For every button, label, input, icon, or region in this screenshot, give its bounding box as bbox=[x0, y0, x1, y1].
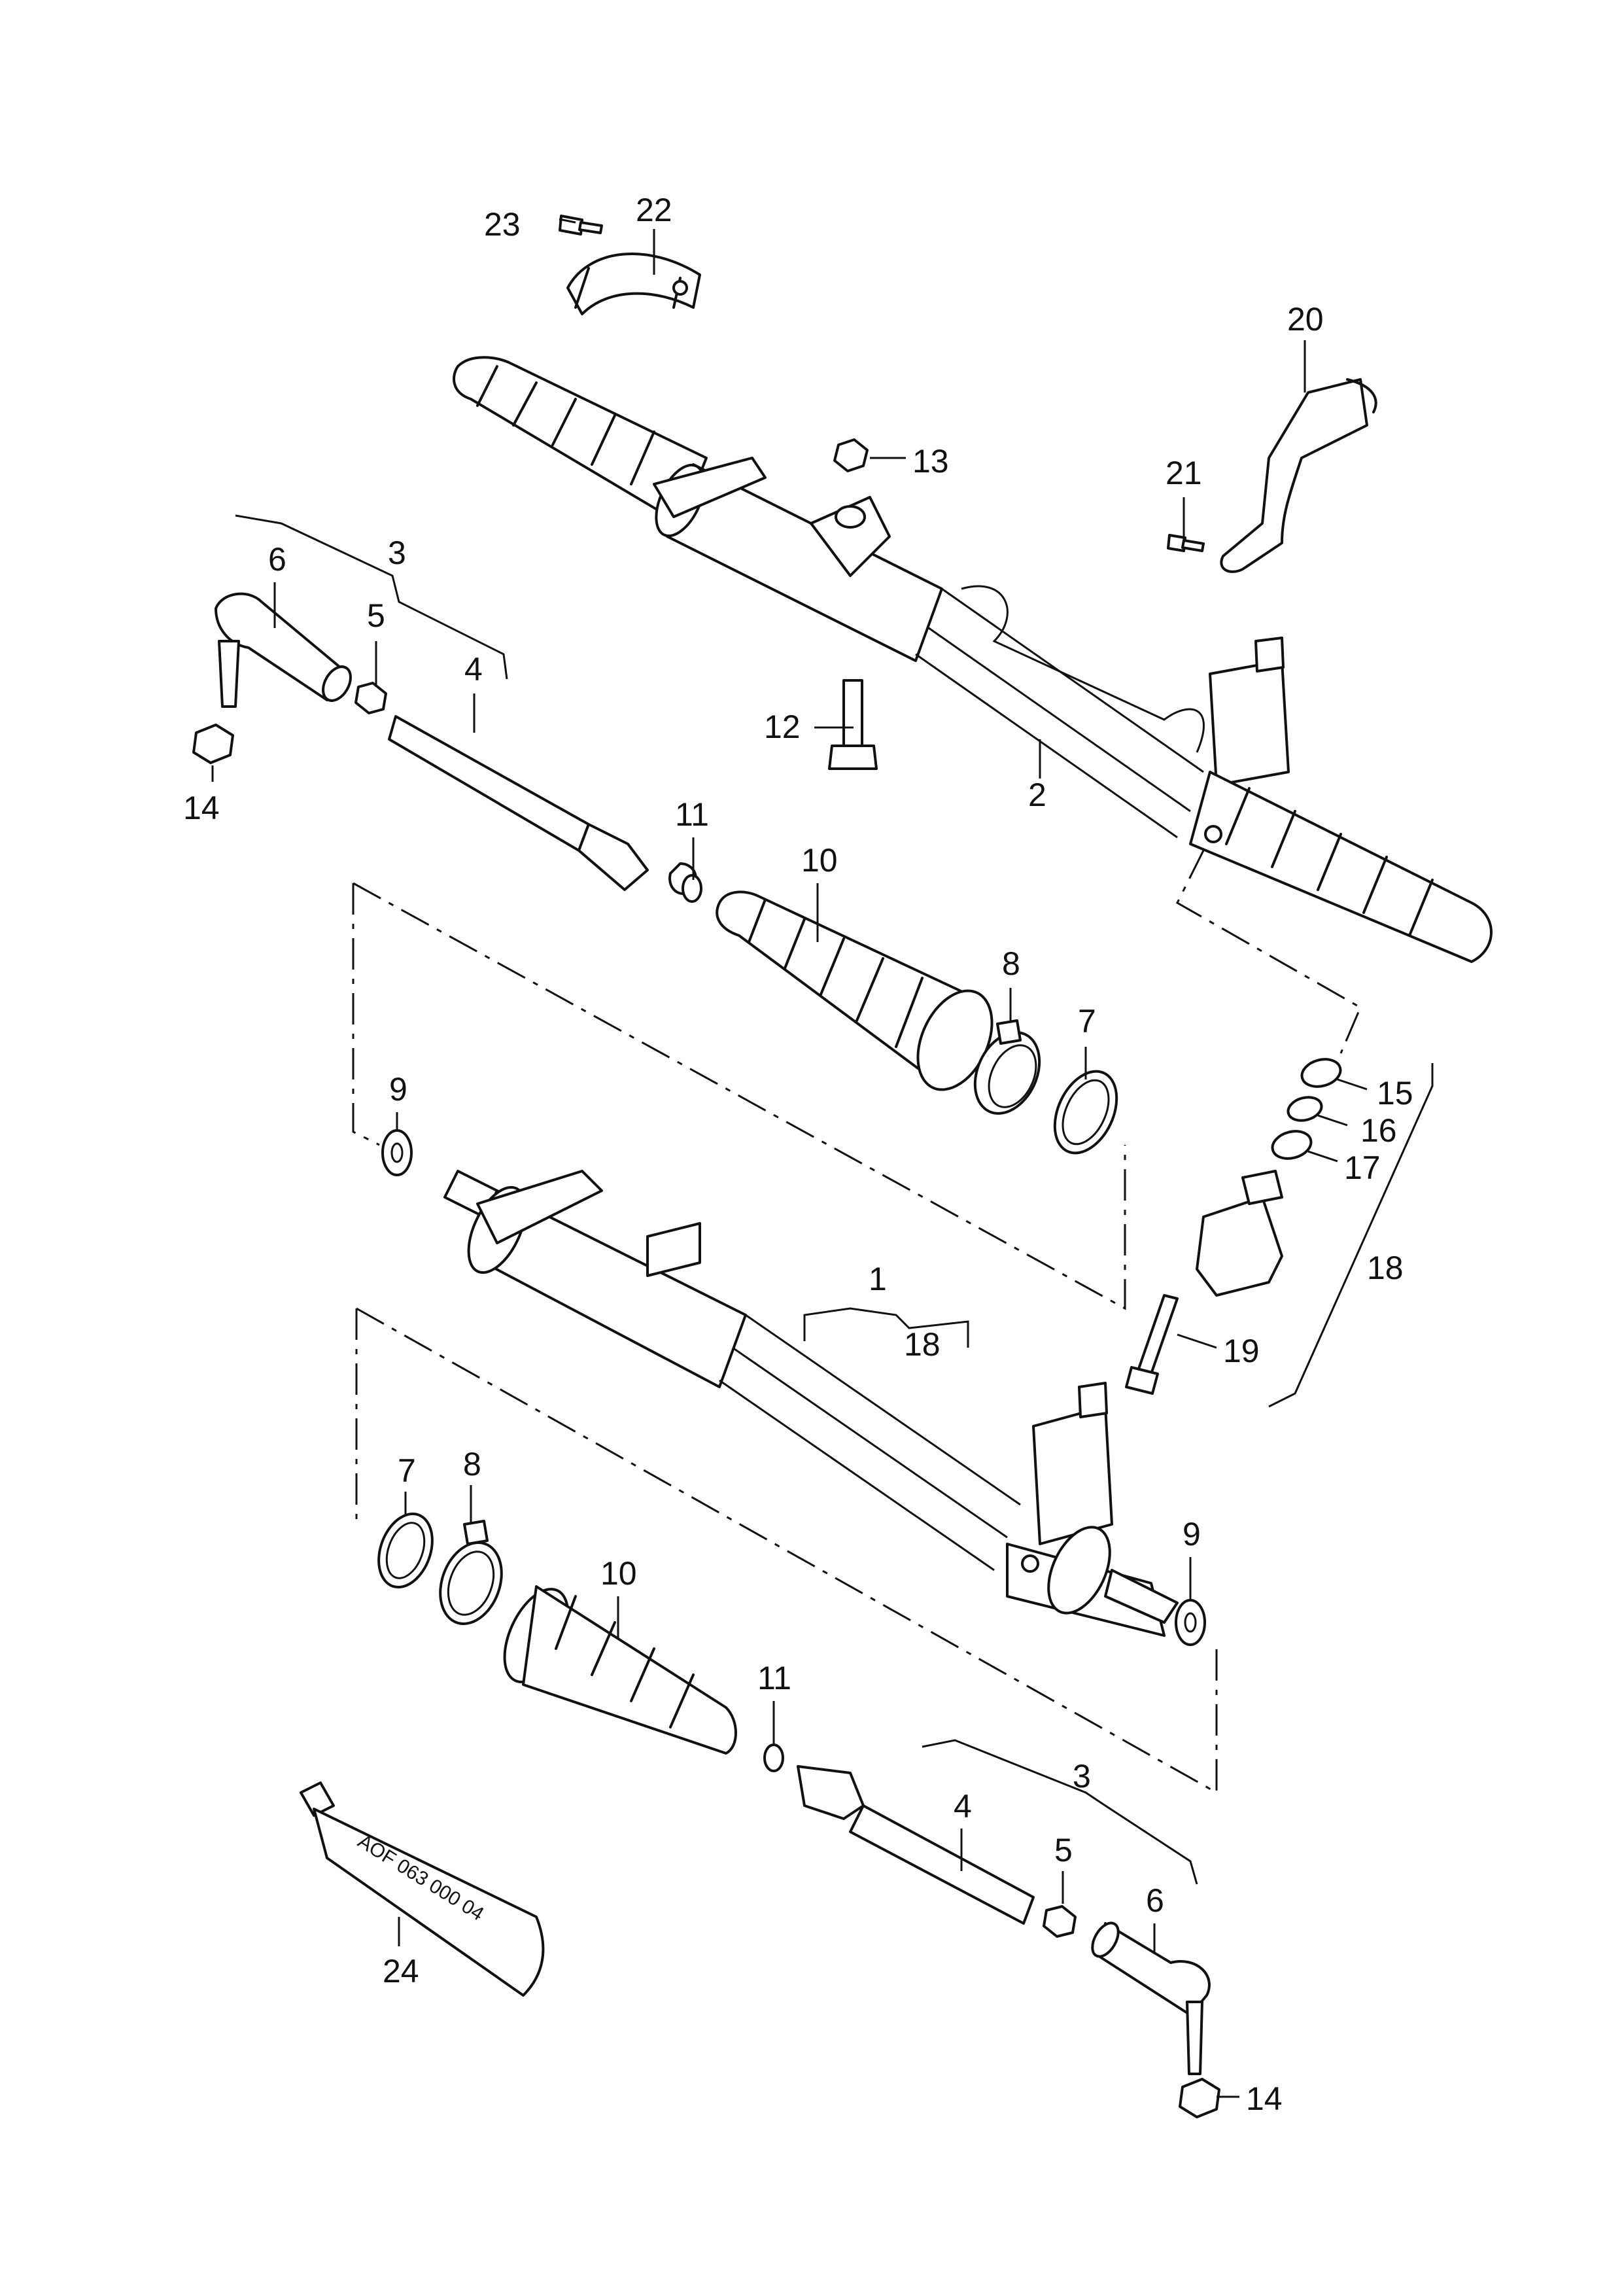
part-17-ring bbox=[1271, 1130, 1313, 1160]
bracket-1-18 bbox=[803, 1307, 969, 1348]
part-11-clamp-lower bbox=[763, 1743, 784, 1772]
part-24-grease-tube: AOF 063 000 04 bbox=[300, 1781, 545, 1997]
leader-lines bbox=[211, 218, 1368, 2098]
label-5-upper: 5 bbox=[367, 597, 385, 634]
label-8-upper: 8 bbox=[1002, 945, 1020, 982]
label-23: 23 bbox=[484, 206, 521, 243]
label-3-upper: 3 bbox=[388, 534, 406, 571]
part-9-washer-lower bbox=[1175, 1599, 1206, 1646]
part-10-boot-lower bbox=[503, 1585, 737, 1755]
label-16: 16 bbox=[1360, 1112, 1397, 1149]
part-4-tie-rod-upper bbox=[388, 715, 697, 895]
label-9-upper: 9 bbox=[389, 1071, 407, 1108]
label-6-lower: 6 bbox=[1146, 1882, 1164, 1919]
label-18-bracket: 18 bbox=[904, 1326, 941, 1363]
label-4-upper: 4 bbox=[464, 651, 483, 688]
part-labels: 23 22 20 13 21 3 6 5 4 12 2 14 11 10 8 7… bbox=[183, 192, 1413, 2117]
label-10-upper: 10 bbox=[801, 842, 838, 879]
label-18-side: 18 bbox=[1367, 1250, 1404, 1286]
part-8-clamp-upper bbox=[973, 1019, 1041, 1115]
bracket-3-upper bbox=[235, 514, 508, 680]
part-15-ring bbox=[1300, 1058, 1342, 1088]
part-22-clamp bbox=[566, 252, 701, 315]
label-8-lower: 8 bbox=[463, 1446, 481, 1482]
label-19: 19 bbox=[1223, 1333, 1260, 1369]
part-13-nut bbox=[833, 438, 869, 472]
label-1: 1 bbox=[869, 1261, 887, 1297]
part-6-tie-rod-end-lower bbox=[1091, 1921, 1211, 2075]
label-15: 15 bbox=[1377, 1075, 1413, 1112]
label-17: 17 bbox=[1344, 1149, 1381, 1186]
label-14-lower: 14 bbox=[1246, 2080, 1283, 2117]
label-3-lower: 3 bbox=[1073, 1758, 1091, 1795]
part-7-ring-upper bbox=[1053, 1070, 1118, 1155]
label-12: 12 bbox=[764, 709, 801, 745]
label-21: 21 bbox=[1166, 455, 1202, 491]
part-23-bolt bbox=[559, 215, 603, 236]
label-2: 2 bbox=[1028, 777, 1046, 813]
part-20-pipe bbox=[1220, 378, 1377, 573]
label-7-lower: 7 bbox=[398, 1452, 416, 1489]
bracket-18-side bbox=[1268, 1063, 1434, 1408]
part-14-nut-lower bbox=[1179, 2078, 1220, 2118]
label-5-lower: 5 bbox=[1054, 1832, 1073, 1868]
label-7-upper: 7 bbox=[1078, 1003, 1096, 1040]
part-10-boot-upper bbox=[716, 890, 993, 1091]
part-9-washer-upper bbox=[381, 1129, 413, 1176]
label-6-upper: 6 bbox=[268, 541, 286, 578]
label-10-lower: 10 bbox=[600, 1555, 637, 1592]
label-20: 20 bbox=[1287, 301, 1324, 338]
part-1-steering-rack-lower bbox=[443, 1170, 1179, 1637]
bracket-3-lower bbox=[922, 1739, 1198, 1885]
assembly-line-lower bbox=[355, 1307, 1218, 1795]
part-8-clamp-lower bbox=[439, 1520, 503, 1625]
part-14-nut-upper bbox=[192, 724, 234, 764]
label-4-lower: 4 bbox=[954, 1788, 972, 1825]
label-22: 22 bbox=[636, 192, 672, 228]
part-18-valve bbox=[1196, 1170, 1283, 1297]
part-16-ring bbox=[1287, 1096, 1323, 1122]
part-11-clamp-upper bbox=[682, 874, 702, 903]
part-5-nut-upper bbox=[354, 682, 387, 714]
part-4-tie-rod-lower bbox=[797, 1765, 1035, 1925]
label-13: 13 bbox=[912, 443, 949, 480]
label-11-lower: 11 bbox=[757, 1660, 791, 1696]
part-2-steering-rack-assembly bbox=[453, 356, 1493, 963]
part-5-nut-lower bbox=[1043, 1905, 1077, 1938]
part-21-bolt bbox=[1167, 534, 1205, 552]
label-9-lower: 9 bbox=[1183, 1516, 1201, 1552]
label-14-upper: 14 bbox=[183, 790, 220, 826]
label-11-upper: 11 bbox=[675, 796, 709, 833]
part-19-bolt bbox=[1125, 1294, 1179, 1395]
label-24: 24 bbox=[383, 1953, 419, 1989]
part-12-bolt bbox=[828, 679, 878, 770]
part-7-ring-lower bbox=[377, 1512, 434, 1589]
part-6-tie-rod-end-upper bbox=[215, 592, 352, 708]
assembly-line-upper-left bbox=[352, 882, 1126, 1310]
assembly-line-right bbox=[1176, 850, 1362, 1054]
